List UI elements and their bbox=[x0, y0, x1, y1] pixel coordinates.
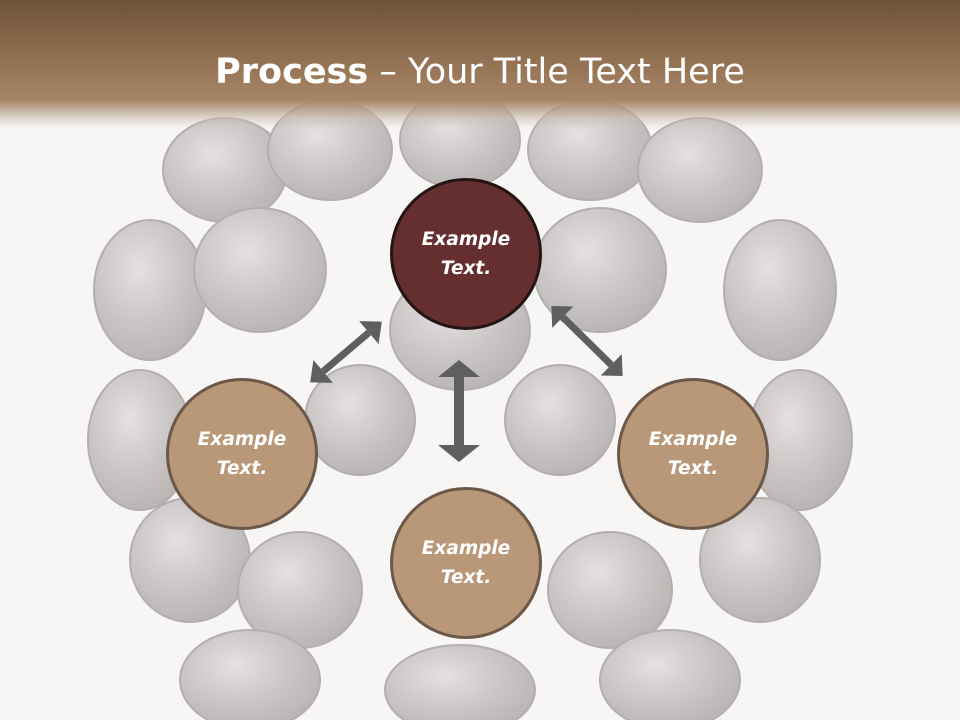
drupelet bbox=[599, 629, 741, 720]
drupelet bbox=[193, 207, 327, 333]
process-node-right: Example Text. bbox=[617, 378, 769, 530]
arrow-center-vertical bbox=[438, 360, 480, 462]
node-label: Example Text. bbox=[648, 429, 738, 479]
drupelet bbox=[723, 219, 837, 361]
arrow-top-right bbox=[551, 305, 623, 377]
node-label: Example Text. bbox=[421, 229, 511, 279]
process-node-bottom: Example Text. bbox=[390, 487, 542, 639]
arrow-top-left bbox=[310, 321, 382, 383]
page-title: Process – Your Title Text Here bbox=[0, 52, 960, 92]
title-bar bbox=[0, 0, 960, 128]
drupelet bbox=[547, 531, 673, 649]
title-strong: Process bbox=[215, 52, 369, 92]
process-node-top: Example Text. bbox=[390, 178, 542, 330]
process-node-left: Example Text. bbox=[166, 378, 318, 530]
drupelet bbox=[384, 644, 536, 720]
drupelet bbox=[179, 629, 321, 720]
drupelet bbox=[699, 497, 821, 623]
drupelet bbox=[504, 364, 616, 476]
node-label: Example Text. bbox=[197, 429, 287, 479]
title-rest: – Your Title Text Here bbox=[368, 52, 745, 92]
node-label: Example Text. bbox=[421, 538, 511, 588]
